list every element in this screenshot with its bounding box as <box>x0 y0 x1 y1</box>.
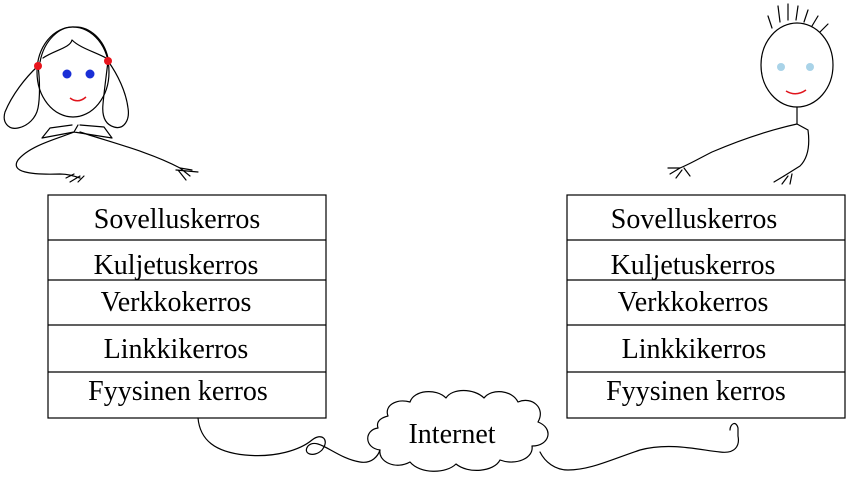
left-cable <box>197 417 381 463</box>
girl-right-hand <box>175 167 199 181</box>
girl-right-eye <box>85 69 95 79</box>
right-layer-physical: Fyysinen kerros <box>606 376 786 407</box>
girl-left-hair-tie <box>34 62 42 70</box>
boy-right-eye <box>806 63 814 71</box>
girl-right-pigtail <box>102 60 129 129</box>
left-stack-frame <box>47 194 327 419</box>
girl-left-pigtail <box>3 65 41 129</box>
left-layer-transport: Kuljetuskerros <box>94 250 259 281</box>
girl-right-arm <box>79 131 181 169</box>
right-cable <box>539 422 740 471</box>
cloud-label: Internet <box>408 419 495 450</box>
girl-right-hair-tie <box>104 57 112 65</box>
girl-figure <box>3 26 199 183</box>
girl-mouth <box>69 96 87 102</box>
internet-cloud: Internet <box>367 389 549 472</box>
boy-right-arm <box>783 106 810 177</box>
girl-left-arm <box>15 131 81 179</box>
boy-figure <box>667 3 834 185</box>
boy-right-hand <box>773 173 793 185</box>
boy-left-hand <box>667 167 691 179</box>
right-layer-application: Sovelluskerros <box>611 204 777 235</box>
left-layer-application: Sovelluskerros <box>94 204 260 235</box>
boy-left-arm <box>679 123 798 169</box>
right-layer-transport: Kuljetuskerros <box>611 250 776 281</box>
girl-left-eye <box>62 69 72 79</box>
girl-bangs <box>42 39 107 59</box>
cloud-shape <box>367 389 549 472</box>
left-layer-network: Verkkokerros <box>101 287 252 318</box>
girl-left-hand <box>65 173 85 183</box>
right-layer-network: Verkkokerros <box>618 287 769 318</box>
right-layer-link: Linkkikerros <box>622 334 767 365</box>
right-protocol-stack: Sovelluskerros Kuljetuskerros Verkkokerr… <box>566 194 846 419</box>
right-stack-frame <box>566 194 846 419</box>
boy-left-eye <box>777 63 785 71</box>
boy-hair <box>767 3 829 33</box>
girl-hair-top <box>39 26 109 63</box>
boy-mouth <box>785 89 807 95</box>
left-layer-physical: Fyysinen kerros <box>88 376 268 407</box>
left-layer-link: Linkkikerros <box>104 334 249 365</box>
left-protocol-stack: Sovelluskerros Kuljetuskerros Verkkokerr… <box>47 194 327 419</box>
girl-bow <box>41 124 113 139</box>
